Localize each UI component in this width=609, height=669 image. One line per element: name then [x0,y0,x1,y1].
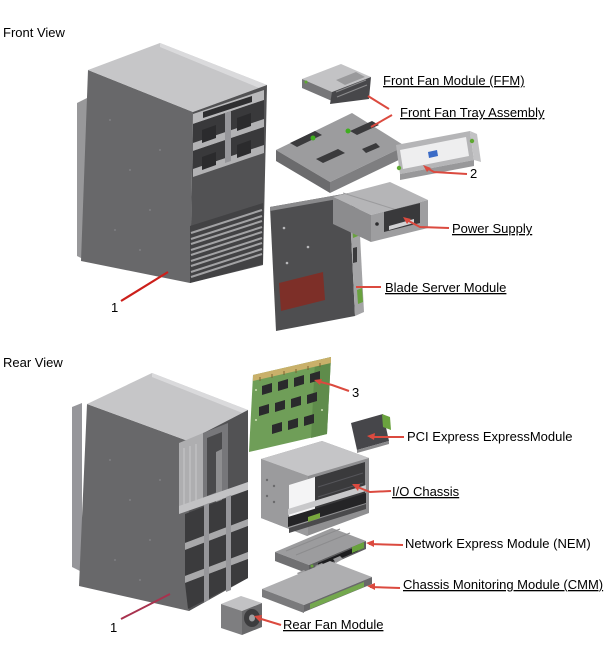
rear-view-illustration [72,357,404,635]
label-io-chassis[interactable]: I/O Chassis [392,484,460,499]
front-fan-tray-leader-line [370,114,393,128]
filler-panel-part [396,131,481,180]
chassis-monitoring-module-leader-line [367,583,401,590]
item-2-leader-line [423,165,468,175]
panel-blue-label [428,150,438,158]
label-front-fan-module[interactable]: Front Fan Module (FFM) [383,73,525,88]
rear-fan-module-leader-line [254,615,282,626]
label-blade-server-module[interactable]: Blade Server Module [385,280,506,295]
label-power-supply[interactable]: Power Supply [452,221,533,236]
label-front-fan-tray[interactable]: Front Fan Tray Assembly [400,105,545,120]
rear-item-1-leader-line [120,593,171,620]
label-rear-item-1: 1 [110,620,117,635]
label-item-3: 3 [352,385,359,400]
label-front-item-1: 1 [111,300,118,315]
io-chassis-part [261,441,369,536]
blade-red-patch [279,272,325,311]
label-item-2: 2 [470,166,477,181]
front-view-illustration [77,43,481,331]
front-fan-tray-part [276,113,405,193]
power-supply-leader-line [403,217,450,229]
front-fan-module-part [302,64,371,104]
label-network-express-module: Network Express Module (NEM) [405,536,591,551]
pci-express-module-part [351,414,391,453]
label-rear-fan-module[interactable]: Rear Fan Module [283,617,383,632]
power-supply-part [333,182,428,242]
rear-fan-module-part [221,596,262,635]
pci-board-part [249,357,331,452]
front-fan-module-leader-line [367,95,390,110]
label-chassis-monitoring-module[interactable]: Chassis Monitoring Module (CMM) [403,577,603,592]
front-view-heading: Front View [3,25,66,40]
chassis-monitoring-module-part [262,556,372,613]
pci-express-leader-line [367,433,404,440]
front-item-1-leader-line [120,271,169,302]
label-pci-express-expressmodule: PCI Express ExpressModule [407,429,572,444]
rear-view-heading: Rear View [3,355,63,370]
io-chassis-leader-line [352,484,392,494]
front-chassis [77,43,267,283]
rear-chassis [72,373,248,611]
network-express-module-leader-line [366,540,404,547]
item-3-leader-line [314,379,350,392]
